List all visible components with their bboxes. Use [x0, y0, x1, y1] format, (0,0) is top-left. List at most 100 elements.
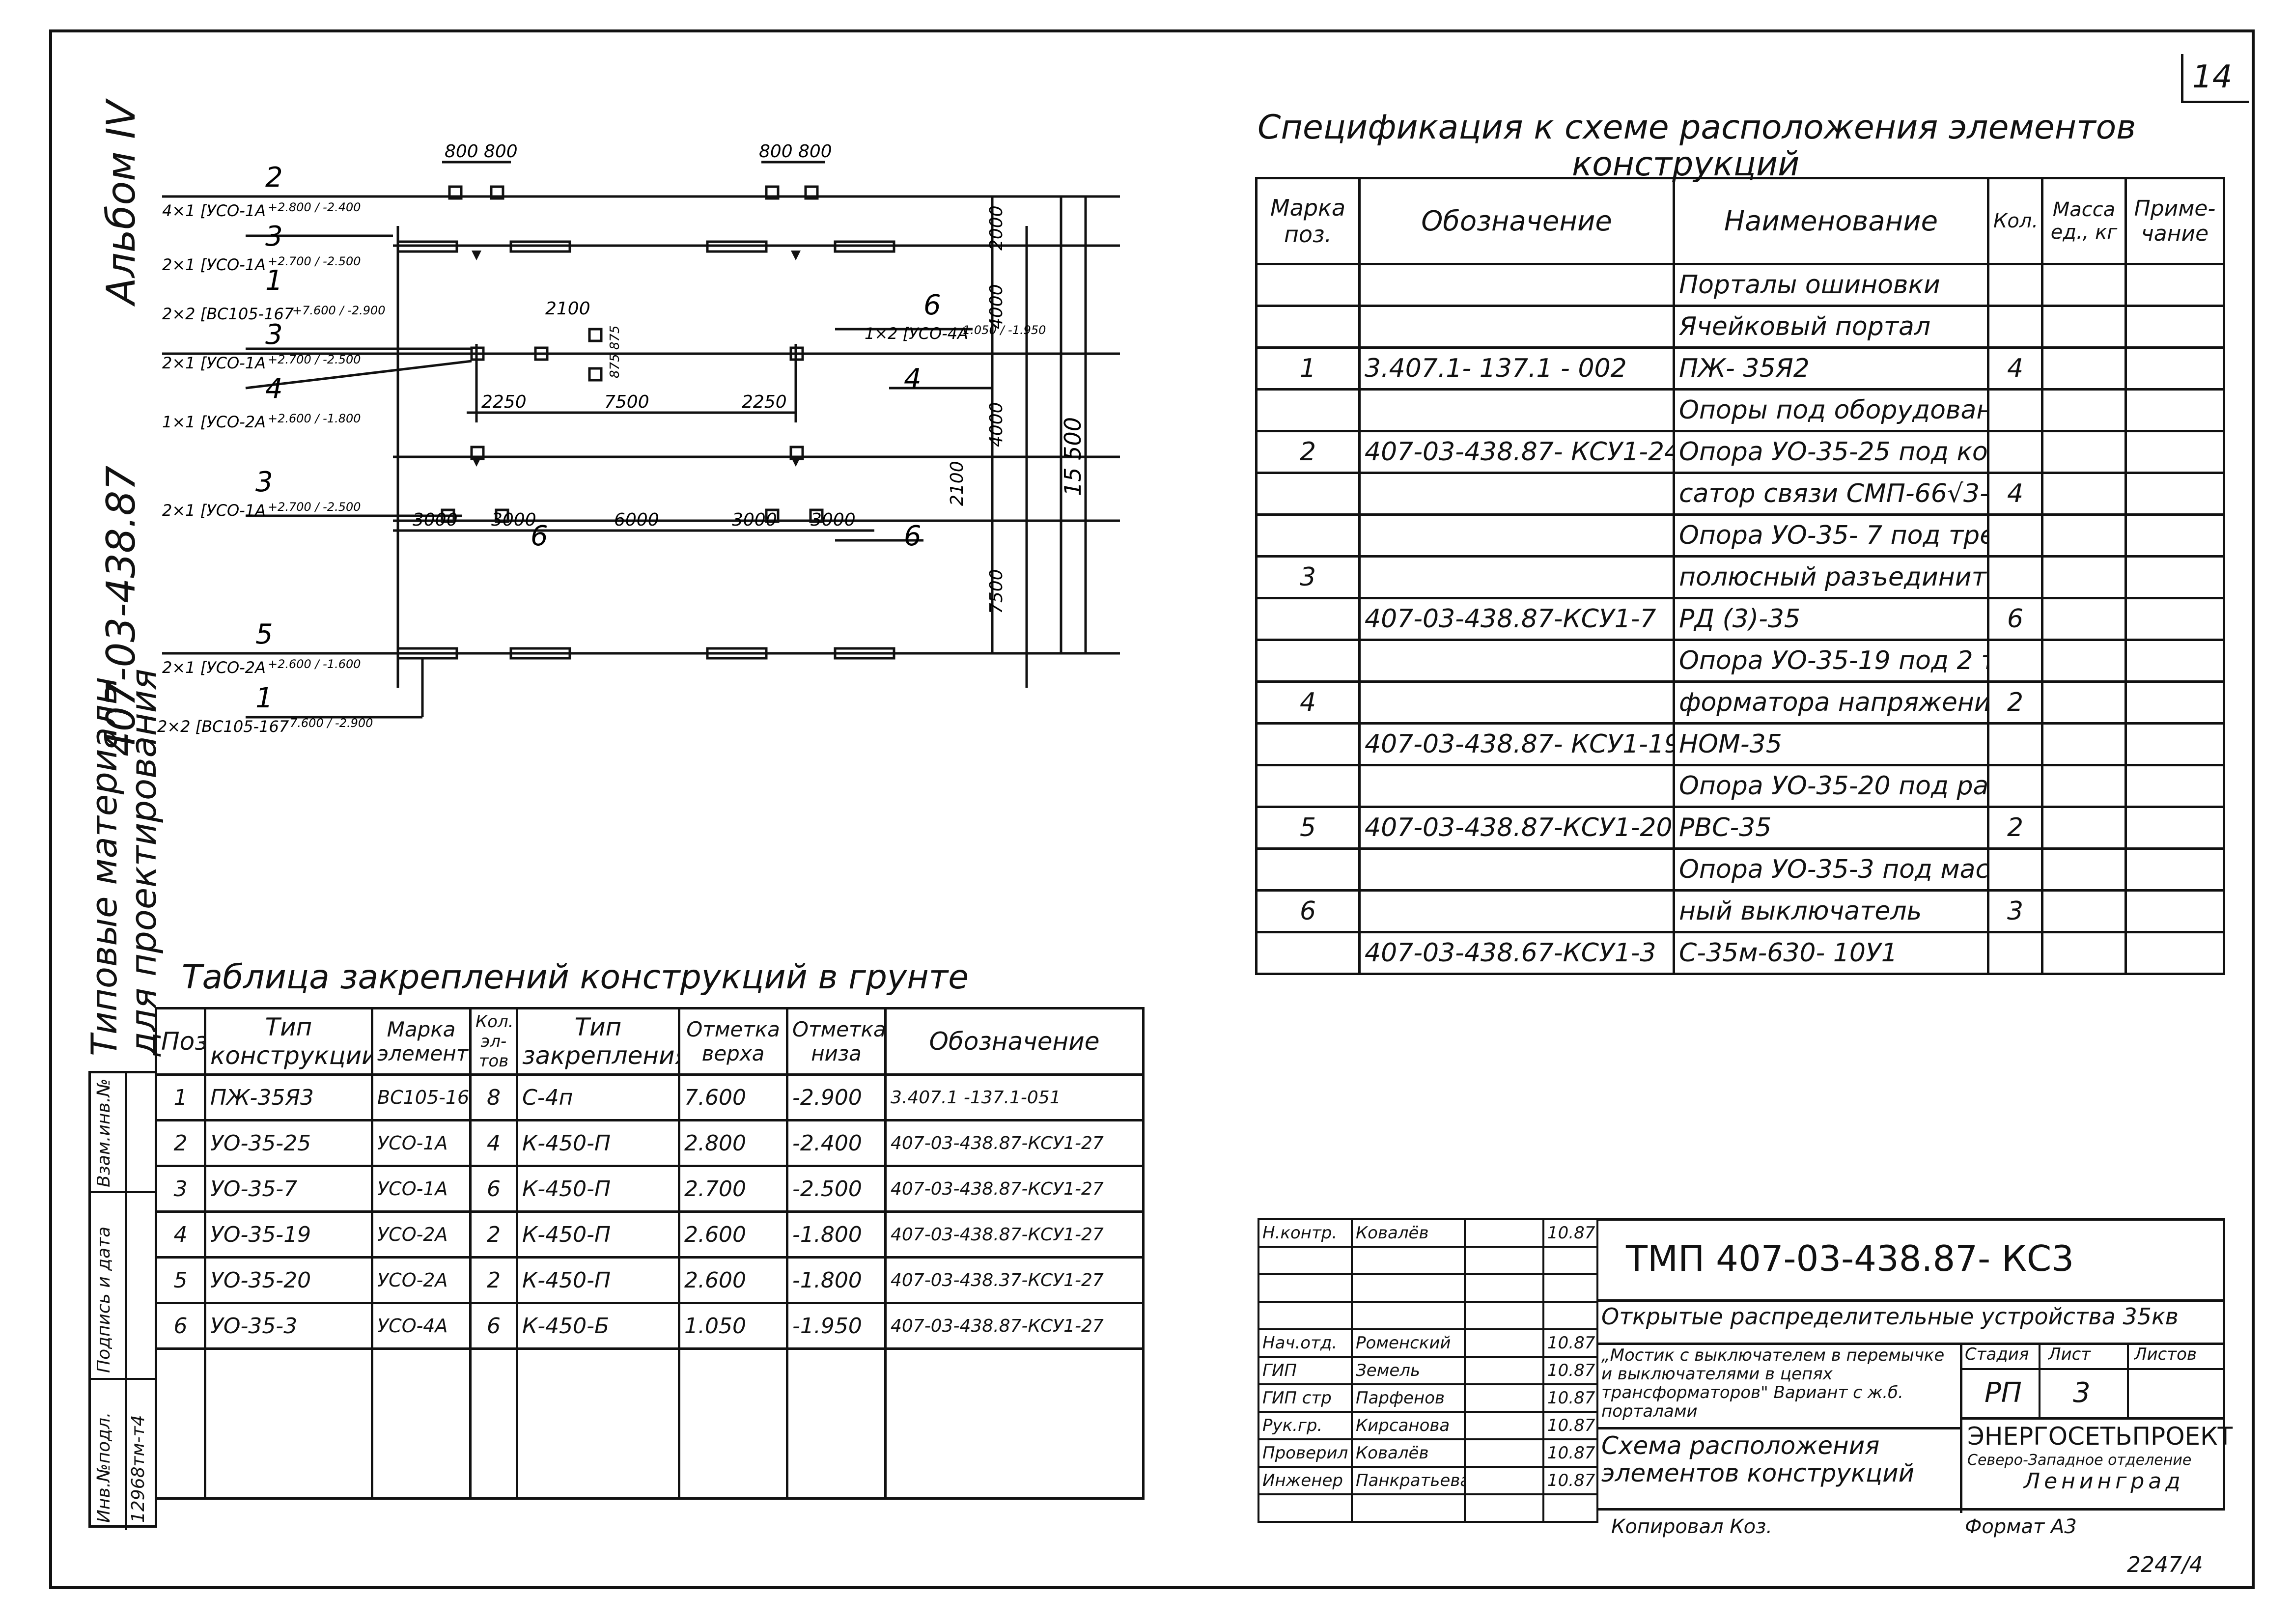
replace-inv-label: Взам.инв.№: [94, 1078, 114, 1187]
spec-cell: [1987, 388, 2043, 432]
anchor-cell: -2.400: [786, 1119, 887, 1167]
anchor-cell: УСО-1А: [371, 1119, 472, 1167]
stage-label: Стадия: [1965, 1344, 2029, 1364]
callout-pos-3c: 3: [255, 466, 273, 498]
callout-pos-3b: 3: [265, 319, 283, 351]
anchor-cell: ПЖ-35Я3: [204, 1073, 373, 1121]
signature-row: [1258, 1246, 1598, 1275]
signature-name: Кирсанова: [1351, 1411, 1466, 1440]
callout-marks-1a: +7.600 / -2.900: [292, 304, 386, 317]
signature-role: ГИП: [1258, 1356, 1353, 1385]
dim-3000-c: 3000: [732, 510, 777, 530]
callout-text-4: 1×1 [УСО-2А: [162, 413, 266, 431]
signature-name: Роменский: [1351, 1328, 1466, 1358]
anchor-cell: 407-03-438.87-КСУ1-27: [884, 1119, 1145, 1167]
dim-7500-right: 7500: [986, 569, 1006, 614]
spec-cell: [2041, 847, 2127, 892]
spec-cell: [2124, 806, 2225, 850]
spec-cell: [1358, 764, 1675, 808]
signature-mark: [1464, 1356, 1544, 1385]
callout-pos-6a: 6: [923, 289, 941, 321]
callout-text-3b: 2×1 [УСО-1А: [162, 354, 266, 372]
spec-cell: [1358, 305, 1675, 349]
spec-cell: [1358, 263, 1675, 307]
album-label: Альбом IV: [98, 100, 144, 305]
anchor-cell: УО-35-19: [204, 1210, 373, 1259]
anchor-col-qty: Кол. эл-тов: [469, 1007, 518, 1076]
spec-cell: [1255, 931, 1361, 975]
spec-row: Опора УО-35-3 под масля-: [1255, 847, 2225, 892]
signature-role: Н.контр.: [1258, 1218, 1353, 1248]
spec-cell: ный выключатель: [1673, 889, 1989, 933]
spec-cell: 407-03-438.67-КСУ1-3: [1358, 931, 1675, 975]
anchor-cell: 6: [469, 1302, 518, 1350]
signature-name: [1351, 1273, 1466, 1303]
dim-800-d: 800: [798, 141, 832, 162]
spec-cell: [2041, 346, 2127, 391]
spec-cell: Опора УО-35-20 под разрядник: [1673, 764, 1989, 808]
anchor-col-fixing: Тип закрепления: [516, 1007, 680, 1076]
spec-cell: [1987, 764, 2043, 808]
spec-col-note: Приме-чание: [2124, 177, 2225, 265]
spec-cell: 2: [1987, 680, 2043, 725]
sheet-title: Схема расположения элементов конструкций: [1601, 1431, 1915, 1487]
spec-cell: [2124, 513, 2225, 558]
object-name: Открытые распределительные устройства 35…: [1601, 1303, 2179, 1330]
inv-orig-label: Инв.№подл.: [94, 1412, 114, 1523]
anchor-cell: 3: [155, 1165, 206, 1213]
anchor-cell: УО-35-7: [204, 1165, 373, 1213]
anchor-col-top: Отметка верха: [678, 1007, 788, 1076]
anchor-cell: 1.050: [678, 1302, 788, 1350]
signature-cell: [1542, 1493, 1598, 1523]
signature-role: [1258, 1273, 1353, 1303]
anchor-cell: 407-03-438.37-КСУ1-27: [884, 1256, 1145, 1304]
spec-row: Опора УО-35- 7 под трех-: [1255, 513, 2225, 558]
spec-cell: [1255, 847, 1361, 892]
anchor-cell: ВС105-167: [371, 1073, 472, 1121]
dim-875: 875 875: [608, 325, 622, 378]
spec-cell: [2041, 513, 2127, 558]
spec-cell: [1987, 639, 2043, 683]
anchor-cell: УСО-4А: [371, 1302, 472, 1350]
anchor-col-designation: Обозначение: [884, 1007, 1145, 1076]
stage-value: РП: [1985, 1377, 2022, 1409]
anchor-cell: 407-03-438.87-КСУ1-27: [884, 1210, 1145, 1259]
signature-row: [1258, 1301, 1598, 1330]
spec-cell: [2041, 931, 2127, 975]
label-6-right: 6: [904, 520, 922, 552]
anchor-cell: 8: [469, 1073, 518, 1121]
spec-cell: [2124, 346, 2225, 391]
callout-text-1a: 2×2 [ВС105-167: [162, 305, 294, 323]
spec-cell: [2041, 472, 2127, 516]
signature-mark: [1464, 1466, 1544, 1495]
spec-title-line-2: конструкций: [1572, 145, 1800, 184]
signature-date: 10.87: [1542, 1328, 1598, 1358]
dim-2000: 2000: [986, 205, 1006, 251]
spec-cell: [2124, 305, 2225, 349]
anchor-cell: 3.407.1 -137.1-051: [884, 1073, 1145, 1121]
spec-cell: [2124, 555, 2225, 599]
spec-row: Опора УО-35-20 под разрядник: [1255, 764, 2225, 808]
spec-cell: [2124, 388, 2225, 432]
org-dept: Северо-Западное отделение: [1967, 1452, 2192, 1469]
spec-cell: 3.407.1- 137.1 - 002: [1358, 346, 1675, 391]
spec-cell: [1358, 889, 1675, 933]
anchor-cell: 2: [469, 1256, 518, 1304]
spec-cell: [1987, 430, 2043, 474]
spec-cell: [1987, 847, 2043, 892]
spec-cell: [2041, 555, 2127, 599]
callout-text-3a: 2×1 [УСО-1А: [162, 255, 266, 274]
spec-cell: 3: [1987, 889, 2043, 933]
anchor-cell: 7.600: [678, 1073, 788, 1121]
signature-date: 10.87: [1542, 1218, 1598, 1248]
spec-cell: 1: [1255, 346, 1361, 391]
anchor-cell: -2.500: [786, 1165, 887, 1213]
